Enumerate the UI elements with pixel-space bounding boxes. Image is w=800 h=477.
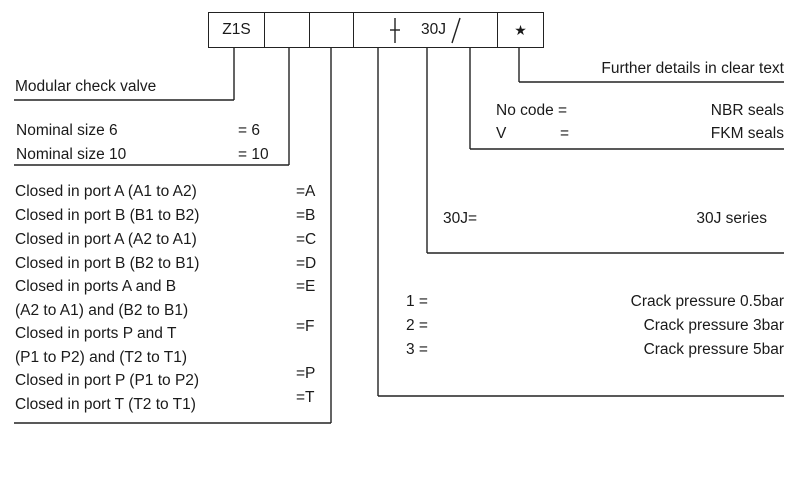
function-line-5: Closed in ports A and B — [15, 278, 177, 295]
function-line-1: Closed in port A (A1 to A2) — [15, 183, 197, 200]
seal-eq-fkm: = — [560, 125, 570, 142]
size-code-10: = 10 — [238, 146, 269, 163]
size-name-10: Nominal size 10 — [16, 146, 127, 163]
seal-code-fkm: V — [496, 125, 507, 142]
code-box-size — [264, 12, 310, 48]
function-code-e: =E — [296, 278, 316, 295]
pressure-desc-3: Crack pressure 5bar — [643, 341, 784, 358]
seal-desc-nbr: NBR seals — [710, 102, 784, 119]
function-code-p: =P — [296, 365, 316, 382]
code-box-series: 30J — [353, 12, 498, 48]
pressure-code-1: 1 = — [406, 293, 428, 310]
pressure-desc-1: Crack pressure 0.5bar — [630, 293, 784, 310]
size-code-6: = 6 — [238, 122, 260, 139]
function-line-7: Closed in ports P and T — [15, 325, 177, 342]
function-code-c: =C — [296, 231, 317, 248]
function-code-t: =T — [296, 389, 315, 406]
function-code-f: =F — [296, 318, 315, 335]
seal-code-nbr: No code = — [496, 102, 568, 119]
function-code-d: =D — [296, 255, 317, 272]
seal-desc-fkm: FKM seals — [710, 125, 784, 142]
pressure-code-2: 2 = — [406, 317, 428, 334]
series-code-label: 30J= — [443, 210, 478, 227]
function-code-b: =B — [296, 207, 316, 224]
function-line-10: Closed in port T (T2 to T1) — [15, 396, 196, 413]
further-details-label: Further details in clear text — [601, 60, 784, 77]
function-line-8: (P1 to P2) and (T2 to T1) — [15, 349, 188, 366]
function-line-9: Closed in port P (P1 to P2) — [15, 372, 200, 389]
function-line-4: Closed in port B (B2 to B1) — [15, 255, 200, 272]
function-code-a: =A — [296, 183, 316, 200]
pressure-code-3: 3 = — [406, 341, 428, 358]
pressure-desc-2: Crack pressure 3bar — [643, 317, 784, 334]
function-line-2: Closed in port B (B1 to B2) — [15, 207, 200, 224]
code-box-star: ★ — [497, 12, 544, 48]
code-box-model: Z1S — [208, 12, 265, 48]
function-line-6: (A2 to A1) and (B2 to B1) — [15, 302, 189, 319]
series-code: 30J — [421, 21, 446, 38]
product-label: Modular check valve — [15, 78, 157, 95]
size-name-6: Nominal size 6 — [16, 122, 118, 139]
code-box-function — [309, 12, 354, 48]
series-desc-label: 30J series — [696, 210, 767, 227]
function-line-3: Closed in port A (A2 to A1) — [15, 231, 197, 248]
